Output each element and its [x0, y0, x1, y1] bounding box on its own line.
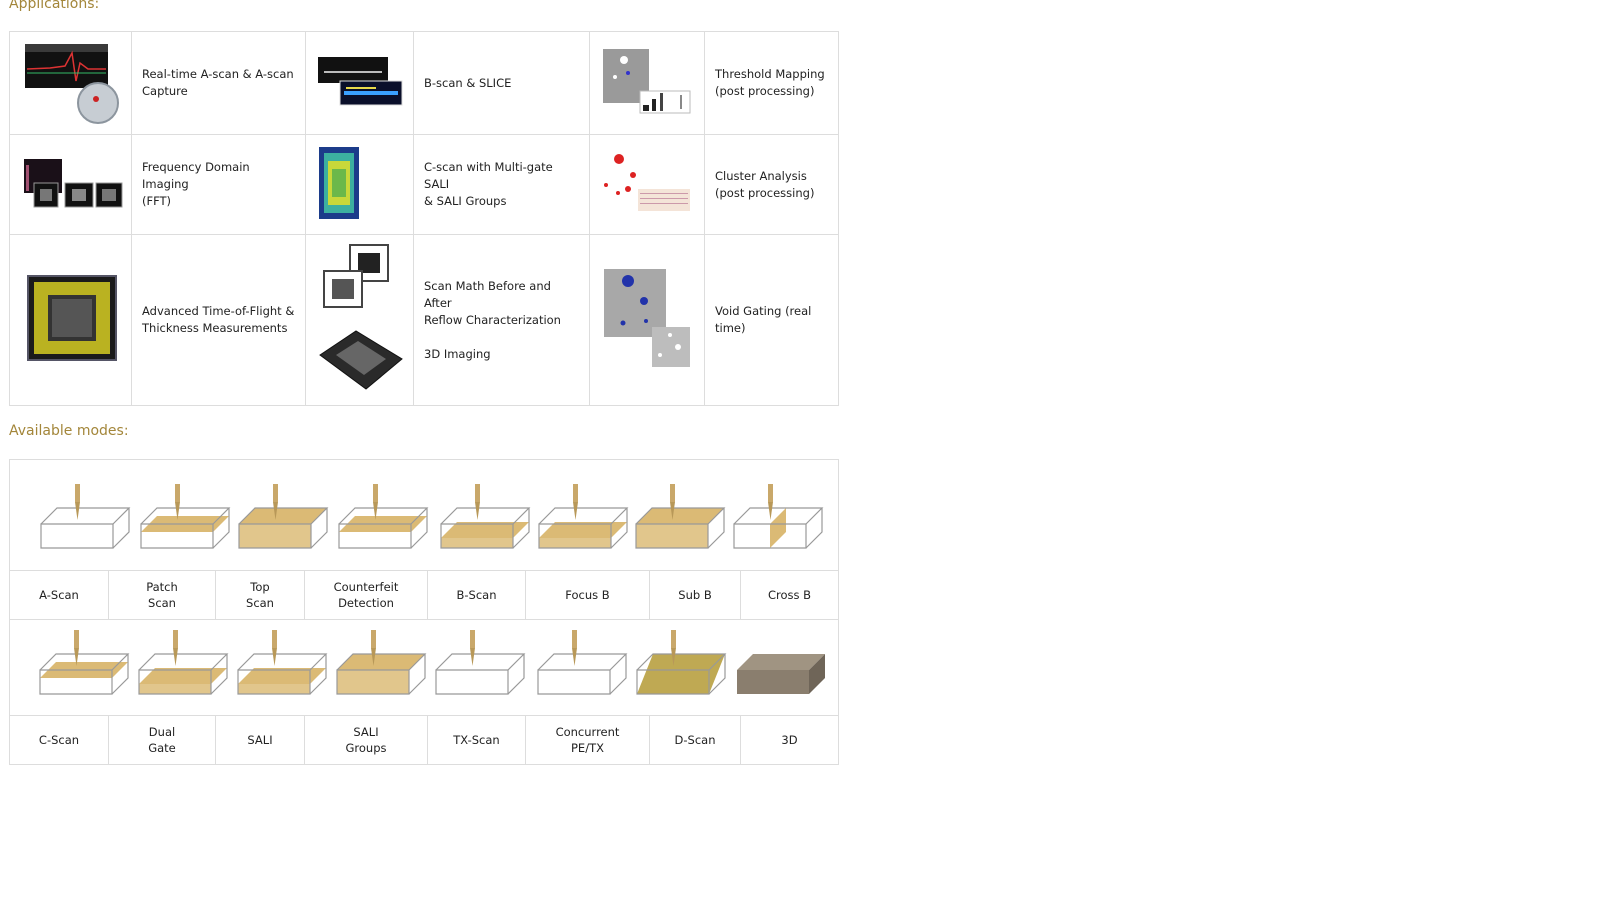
- application-text: Frequency Domain Imaging (FFT): [131, 134, 306, 235]
- application-text: Scan Math Before and After Reflow Charac…: [413, 234, 590, 406]
- modes-label-row: A-Scan Patch Scan Top Scan Counterfeit D…: [9, 570, 839, 620]
- scan-mode-box-icon: [635, 484, 726, 549]
- scan-mode-box-icon: [636, 630, 727, 695]
- mode-label: Focus B: [525, 570, 650, 620]
- scan-mode-box-icon: [733, 484, 824, 549]
- modes-label-row: C-Scan Dual Gate SALI SALI Groups TX-Sca…: [9, 715, 839, 765]
- scan-math-3d-icon: [305, 234, 414, 406]
- application-text: B-scan & SLICE: [413, 31, 590, 135]
- void-gating-icon: [589, 234, 705, 406]
- scan-mode-box-icon: [237, 630, 328, 695]
- a-scan-capture-icon: [9, 31, 132, 135]
- scan-mode-box-icon: [435, 630, 526, 695]
- scan-mode-box-icon: [138, 630, 229, 695]
- mode-label: A-Scan: [9, 570, 109, 620]
- mode-images-row-2: [9, 619, 839, 716]
- application-text: Void Gating (real time): [704, 234, 839, 406]
- scan-mode-box-icon: [440, 484, 531, 549]
- c-scan-sali-icon: [305, 134, 414, 235]
- scan-mode-box-icon: [336, 630, 427, 695]
- mode-label: D-Scan: [649, 715, 741, 765]
- mode-label: Counterfeit Detection: [304, 570, 428, 620]
- applications-table: Real-time A-scan & A-scan Capture B-scan…: [9, 31, 839, 406]
- application-text: Advanced Time-of-Flight & Thickness Meas…: [131, 234, 306, 406]
- mode-label: Top Scan: [215, 570, 305, 620]
- scan-mode-box-icon: [538, 484, 629, 549]
- applications-heading: Applications:: [9, 0, 100, 12]
- fft-imaging-icon: [9, 134, 132, 235]
- mode-label: Cross B: [740, 570, 839, 620]
- mode-label: SALI: [215, 715, 305, 765]
- mode-label: Concurrent PE/TX: [525, 715, 650, 765]
- scan-mode-box-icon: [40, 484, 131, 549]
- time-of-flight-icon: [9, 234, 132, 406]
- scan-mode-box-icon: [737, 654, 825, 694]
- applications-row: Real-time A-scan & A-scan Capture B-scan…: [9, 31, 839, 135]
- modes-heading: Available modes:: [9, 423, 129, 439]
- scan-mode-box-icon: [338, 484, 429, 549]
- mode-label: Patch Scan: [108, 570, 216, 620]
- application-text: Threshold Mapping (post processing): [704, 31, 839, 135]
- mode-label: Dual Gate: [108, 715, 216, 765]
- b-scan-slice-icon: [305, 31, 414, 135]
- mode-label: Sub B: [649, 570, 741, 620]
- mode-label: SALI Groups: [304, 715, 428, 765]
- application-text: Real-time A-scan & A-scan Capture: [131, 31, 306, 135]
- threshold-mapping-icon: [589, 31, 705, 135]
- application-text: C-scan with Multi-gate SALI & SALI Group…: [413, 134, 590, 235]
- modes-table: A-Scan Patch Scan Top Scan Counterfeit D…: [9, 459, 839, 765]
- applications-row: Frequency Domain Imaging (FFT) C-scan wi…: [9, 134, 839, 235]
- applications-row: Advanced Time-of-Flight & Thickness Meas…: [9, 234, 839, 406]
- mode-images-row-1: [9, 459, 839, 571]
- mode-label: TX-Scan: [427, 715, 526, 765]
- application-text: Cluster Analysis (post processing): [704, 134, 839, 235]
- modes-image-row: [9, 459, 839, 571]
- scan-mode-box-icon: [238, 484, 329, 549]
- mode-label: 3D: [740, 715, 839, 765]
- scan-mode-box-icon: [140, 484, 231, 549]
- mode-label: B-Scan: [427, 570, 526, 620]
- scan-mode-box-icon: [537, 630, 628, 695]
- modes-image-row: [9, 619, 839, 716]
- scan-mode-box-icon: [39, 630, 130, 695]
- mode-label: C-Scan: [9, 715, 109, 765]
- cluster-analysis-icon: [589, 134, 705, 235]
